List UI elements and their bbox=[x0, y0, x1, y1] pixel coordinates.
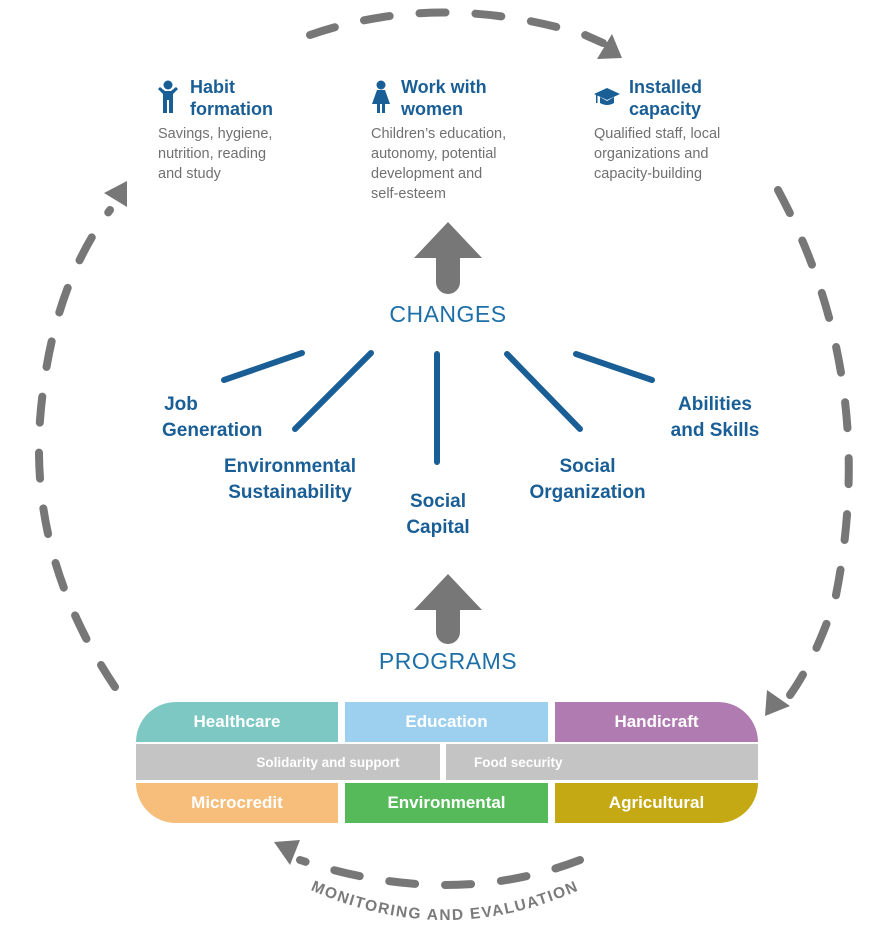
arrow-up-programs bbox=[414, 574, 482, 644]
cycle-arrowhead-left bbox=[104, 181, 127, 207]
outcome-desc-line: capacity-building bbox=[594, 166, 703, 182]
programs-label: PROGRAMS bbox=[378, 648, 518, 674]
arrow-up-changes bbox=[414, 222, 482, 294]
change-label: and Skills bbox=[670, 420, 760, 441]
connector-job-generation bbox=[221, 350, 305, 383]
change-social-organization: Social Organization bbox=[515, 454, 660, 506]
program-education: Education bbox=[345, 702, 548, 742]
program-environmental: Environmental bbox=[345, 783, 548, 823]
outcome-desc-line: development and bbox=[371, 166, 483, 182]
outcome-title: women bbox=[401, 99, 464, 119]
change-label: Social bbox=[559, 456, 616, 477]
child-icon bbox=[158, 80, 178, 113]
program-solidarity-support: Solidarity and support bbox=[136, 744, 440, 780]
woman-icon bbox=[372, 80, 390, 113]
cycle-arc-left bbox=[34, 206, 119, 691]
cycle-arc-top bbox=[306, 8, 607, 47]
outcome-title: Work with bbox=[401, 77, 487, 97]
cycle-arrowhead-top bbox=[597, 34, 622, 59]
change-label: Job bbox=[164, 394, 198, 415]
change-label: Abilities bbox=[678, 394, 752, 415]
program-label: Solidarity and support bbox=[256, 754, 400, 770]
program-agricultural: Agricultural bbox=[555, 783, 758, 823]
cycle-arc-right bbox=[774, 186, 853, 699]
change-label: Social bbox=[410, 491, 466, 512]
changes-label: CHANGES bbox=[389, 301, 507, 327]
connector-abilities-skills bbox=[573, 351, 655, 383]
graduation-cap-icon bbox=[594, 88, 620, 105]
outcome-desc-line: Children’s education, bbox=[371, 126, 507, 142]
cycle-arrowhead-right bbox=[765, 690, 790, 716]
change-label: Generation bbox=[162, 420, 263, 441]
change-environmental-sustainability: Environmental Sustainability bbox=[205, 454, 375, 506]
change-label: Capital bbox=[406, 517, 470, 538]
outcome-title: formation bbox=[190, 99, 273, 119]
outcome-desc-line: Qualified staff, local bbox=[594, 126, 721, 142]
outcome-title: capacity bbox=[629, 99, 702, 119]
change-job-generation: Job Generation bbox=[120, 392, 263, 444]
outcome-desc-line: Savings, hygiene, bbox=[158, 126, 273, 142]
outcome-desc-line: self-esteem bbox=[371, 186, 446, 202]
outcome-desc-line: autonomy, potential bbox=[371, 146, 497, 162]
outcome-desc-line: organizations and bbox=[594, 146, 709, 162]
program-label: Microcredit bbox=[191, 793, 283, 812]
program-label: Education bbox=[405, 712, 488, 731]
program-microcredit: Microcredit bbox=[136, 783, 338, 823]
outcome-desc-line: nutrition, reading bbox=[158, 146, 267, 162]
outcome-desc-line: and study bbox=[158, 166, 221, 182]
program-food-security: Food security bbox=[446, 744, 758, 780]
connector-environmental-sustainability bbox=[292, 350, 374, 432]
program-label: Agricultural bbox=[608, 793, 705, 812]
cycle-arc-bottom bbox=[296, 856, 584, 889]
program-label: Environmental bbox=[387, 793, 506, 812]
program-label: Healthcare bbox=[193, 712, 281, 731]
change-social-capital: Social Capital bbox=[378, 489, 498, 541]
outcome-title: Installed bbox=[629, 77, 703, 97]
program-label: Food security bbox=[474, 754, 563, 770]
cycle-arrowhead-bottom bbox=[274, 840, 300, 865]
change-label: Environmental bbox=[224, 456, 356, 477]
program-handicraft: Handicraft bbox=[555, 702, 758, 742]
connector-social-organization bbox=[504, 351, 583, 432]
program-healthcare: Healthcare bbox=[136, 702, 338, 742]
change-label: Organization bbox=[529, 482, 646, 503]
change-label: Sustainability bbox=[228, 482, 352, 503]
outcome-title: Habit bbox=[190, 77, 235, 97]
change-abilities-skills: Abilities and Skills bbox=[660, 392, 770, 444]
program-label: Handicraft bbox=[614, 712, 699, 731]
